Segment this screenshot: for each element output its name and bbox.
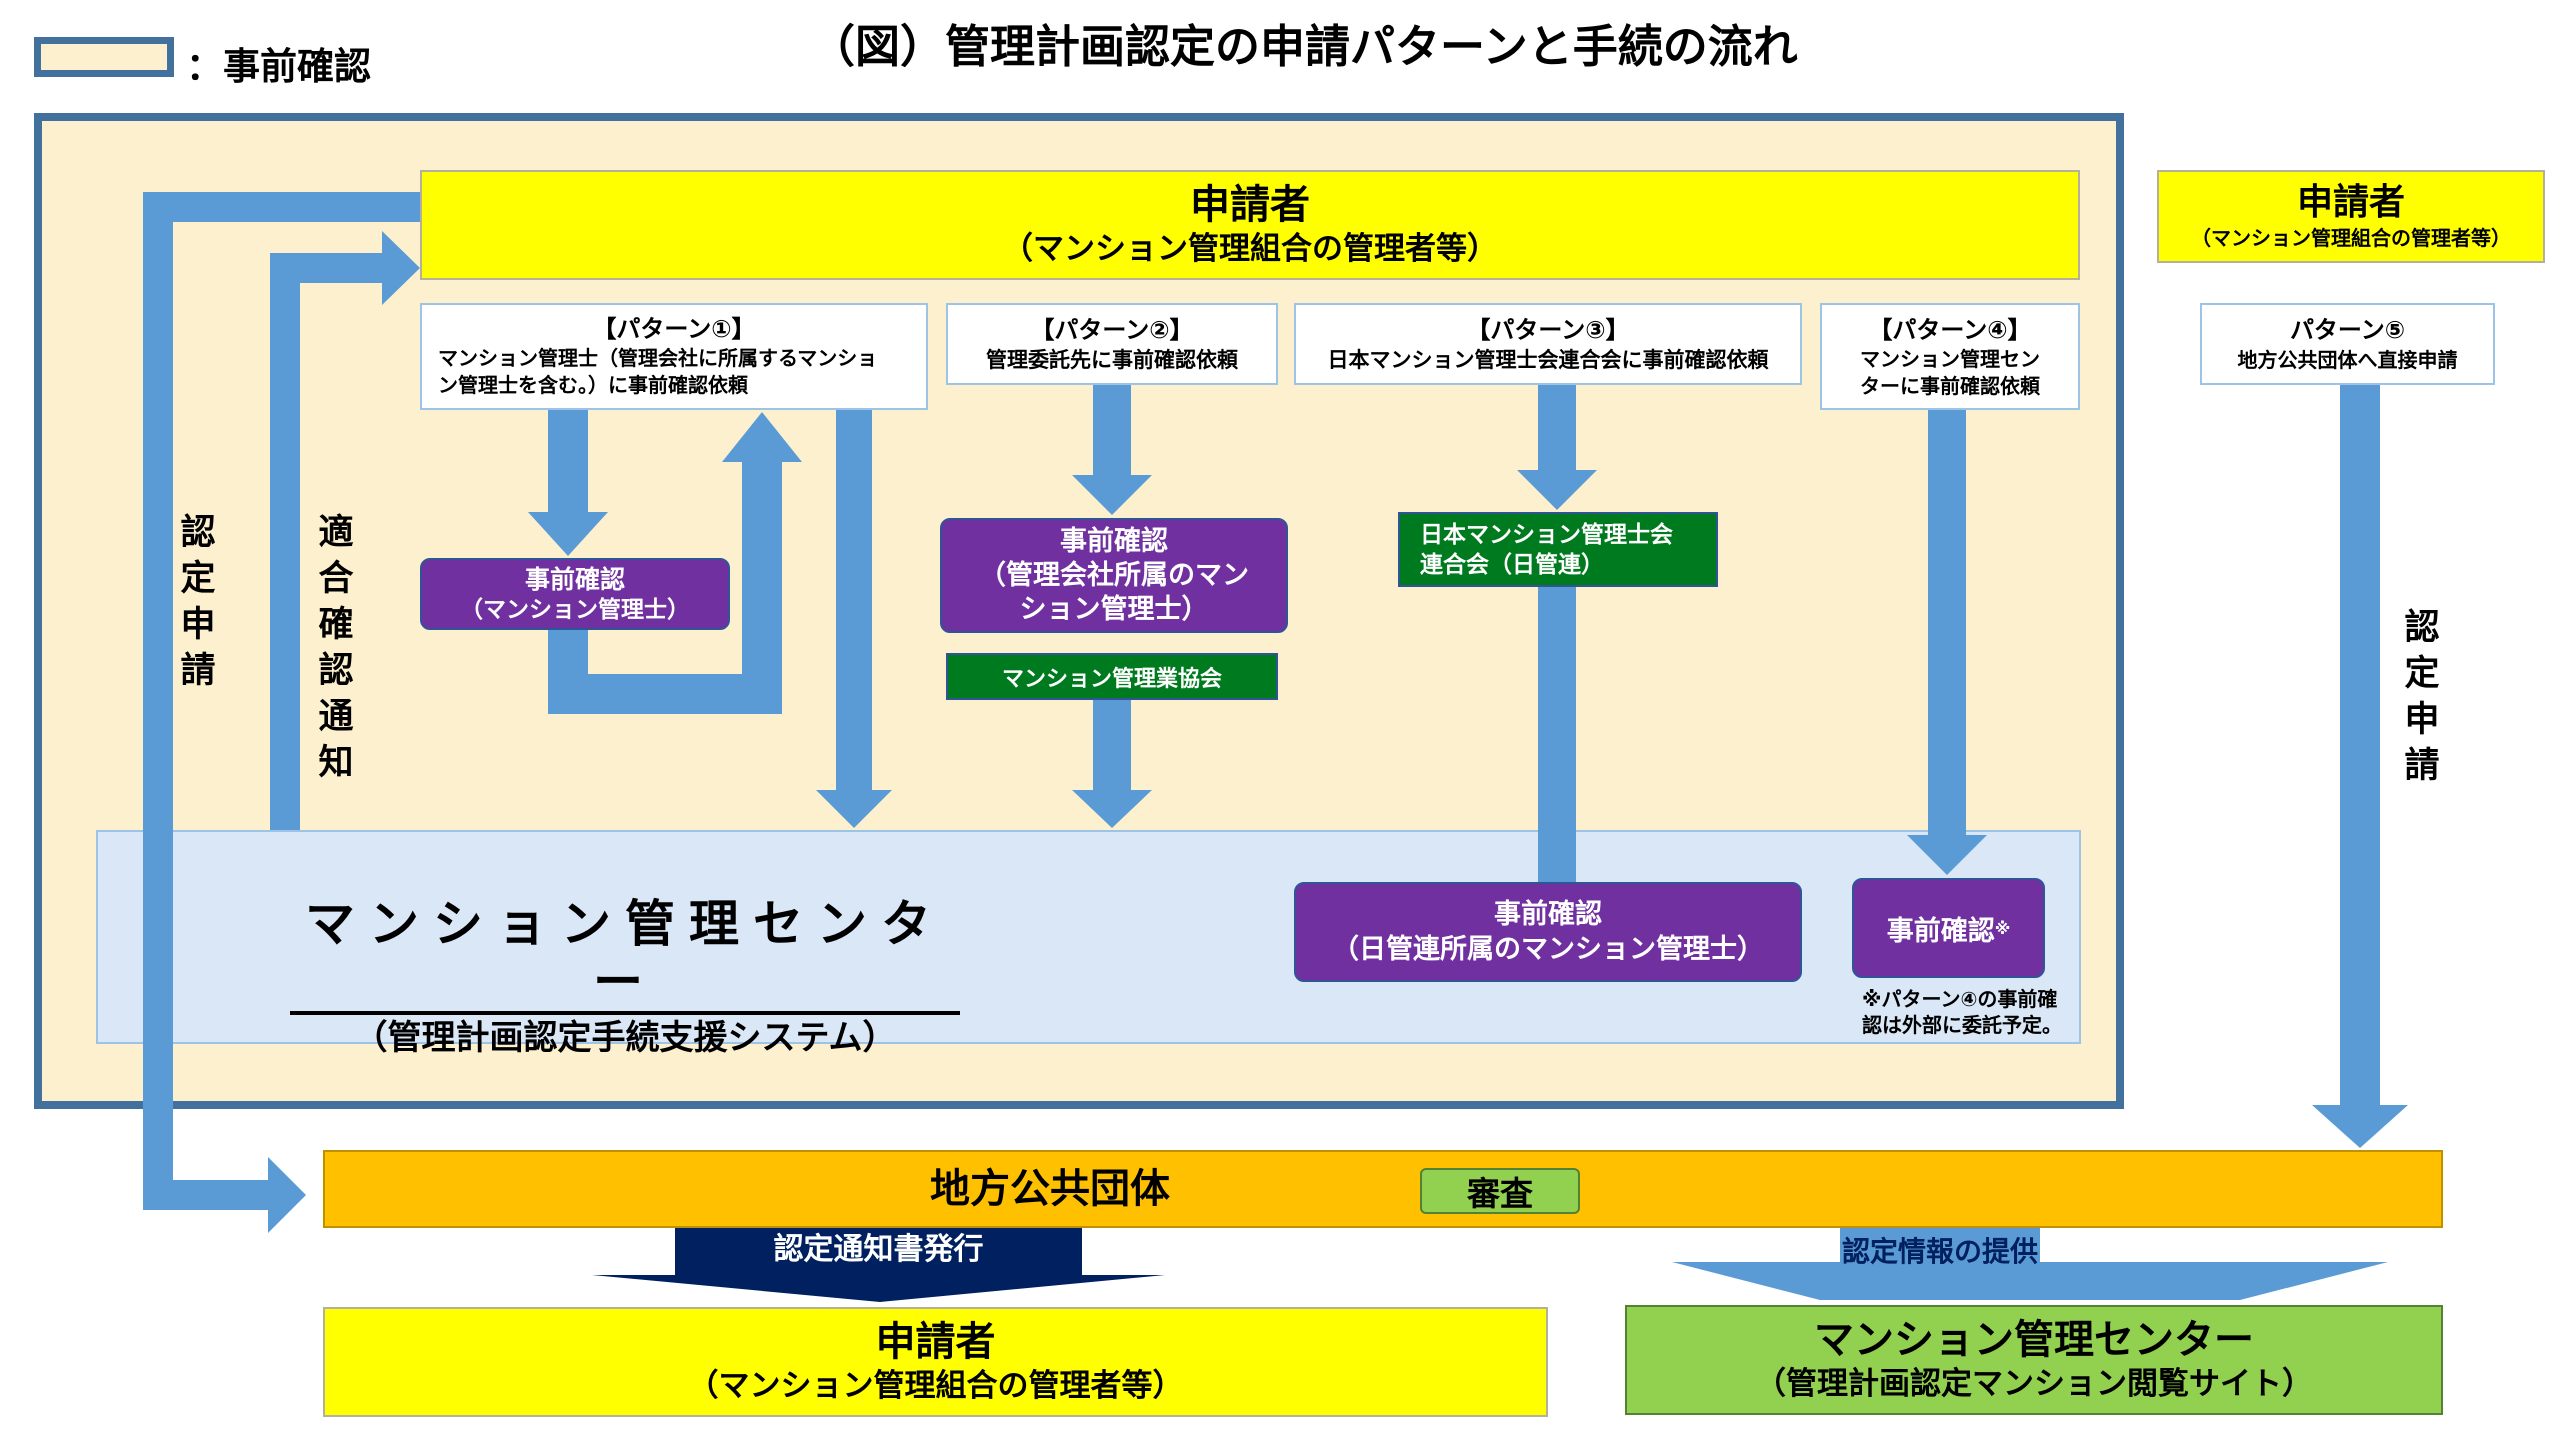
check-pattern-2-line2: （管理会社所属のマン — [979, 559, 1249, 591]
applicant-right: 申請者 （マンション管理組合の管理者等） — [2157, 170, 2545, 263]
diagram-title: （図）管理計画認定の申請パターンと手続の流れ — [810, 20, 1798, 73]
legend-swatch — [34, 37, 174, 77]
pattern-1-line2: ン管理士を含む。）に事前確認依頼 — [438, 373, 748, 397]
pattern-2-title: 【パターン②】 — [1030, 316, 1194, 344]
check-pattern-1-line1: 事前確認 — [524, 564, 625, 594]
management-center-label: マンション管理センター （管理計画認定手続支援システム） — [290, 895, 960, 1061]
pattern-2-box: 【パターン②】 管理委託先に事前確認依頼 — [946, 303, 1278, 385]
pattern-3-box: 【パターン③】 日本マンション管理士会連合会に事前確認依頼 — [1294, 303, 1802, 385]
apply-label-right: 認 定 申 請 — [2404, 608, 2440, 786]
management-center-bottom-title: マンション管理センター — [1814, 1317, 2254, 1363]
pattern-1-line1: マンション管理士（管理会社に所属するマンショ — [438, 346, 878, 370]
pattern-5-line1: 地方公共団体へ直接申請 — [2237, 348, 2458, 372]
check-pattern-4-label: 事前確認 — [1886, 915, 1995, 947]
management-association-box: マンション管理業協会 — [946, 653, 1278, 700]
applicant-bottom-title: 申請者 — [875, 1319, 996, 1365]
applicant-top-title: 申請者 — [1190, 182, 1310, 228]
p3-to-check-bar — [1538, 585, 1576, 885]
local-government-bar — [323, 1150, 2443, 1228]
management-association-label: マンション管理業協会 — [1001, 666, 1222, 692]
nichikan-line2: 連合会（日管連） — [1420, 552, 1604, 578]
p5-down-arrow — [2312, 385, 2408, 1148]
pattern-1-title: 【パターン①】 — [592, 315, 756, 343]
pattern-4-box: 【パターン④】 マンション管理セン ターに事前確認依頼 — [1820, 303, 2080, 410]
check-pattern-4: 事前確認※ — [1852, 878, 2045, 978]
management-center-bottom: マンション管理センター （管理計画認定マンション閲覧サイト） — [1625, 1305, 2443, 1415]
review-badge: 審査 — [1420, 1168, 1580, 1214]
provide-info-label: 認定情報の提供 — [1841, 1235, 2038, 1268]
check-pattern-2: 事前確認 （管理会社所属のマン ション管理士） — [940, 518, 1288, 633]
pattern-4-line2: ターに事前確認依頼 — [1860, 373, 2040, 398]
pattern-1-box: 【パターン①】 マンション管理士（管理会社に所属するマンショ ン管理士を含む。）… — [420, 303, 928, 410]
applicant-right-subtitle: （マンション管理組合の管理者等） — [2191, 225, 2511, 250]
pattern-4-note: ※パターン④の事前確 認は外部に委託予定。 — [1862, 986, 2077, 1038]
pattern-2-line1: 管理委託先に事前確認依頼 — [986, 348, 1238, 372]
p1-to-center-arrow — [816, 410, 892, 828]
management-center-title: マンション管理センター — [290, 895, 960, 1015]
pattern-5-box: パターン⑤ 地方公共団体へ直接申請 — [2200, 303, 2495, 385]
provide-info-arrow — [1672, 1228, 2388, 1300]
pattern-5-title: パターン⑤ — [2289, 316, 2406, 344]
check-pattern-3-line2: （日管連所属のマンション管理士） — [1332, 934, 1764, 965]
check-pattern-2-line3: ション管理士） — [1019, 593, 1209, 625]
pattern-4-note-line1: ※パターン④の事前確 — [1862, 987, 2058, 1011]
pattern-4-title: 【パターン④】 — [1868, 315, 2032, 344]
p2-down-arrow — [1072, 385, 1152, 515]
local-government-title: 地方公共団体 — [930, 1166, 1170, 1212]
p2-to-center-arrow — [1072, 700, 1152, 828]
pattern-3-line1: 日本マンション管理士会連合会に事前確認依頼 — [1327, 348, 1769, 372]
management-center-bottom-subtitle: （管理計画認定マンション閲覧サイト） — [1755, 1366, 2313, 1402]
check-pattern-3: 事前確認 （日管連所属のマンション管理士） — [1294, 882, 1802, 982]
applicant-right-title: 申請者 — [2296, 181, 2405, 223]
check-pattern-3-line1: 事前確認 — [1494, 899, 1602, 930]
notice-label-left: 適 合 確 認 通 知 — [318, 513, 354, 783]
issue-notice-label: 認定通知書発行 — [773, 1232, 984, 1267]
notice-arrow-left — [270, 231, 420, 830]
check-pattern-1-line2: （マンション管理士） — [460, 596, 690, 623]
management-center-subtitle: （管理計画認定手続支援システム） — [353, 1018, 897, 1058]
nichikan-line1: 日本マンション管理士会 — [1420, 522, 1673, 548]
nichikan-box: 日本マンション管理士会 連合会（日管連） — [1398, 512, 1718, 587]
p1-down-arrow — [528, 410, 608, 556]
p1-return-arrow — [548, 412, 802, 714]
issue-arrow — [592, 1225, 1165, 1302]
p4-down-arrow — [1907, 410, 1987, 875]
apply-arrow-left — [143, 192, 422, 1233]
check-pattern-1: 事前確認 （マンション管理士） — [420, 558, 730, 630]
pattern-3-title: 【パターン③】 — [1466, 316, 1630, 344]
p3-down-arrow — [1517, 385, 1597, 510]
applicant-top-subtitle: （マンション管理組合の管理者等） — [1002, 231, 1498, 267]
legend-label: ：事前確認 — [186, 45, 371, 88]
pattern-4-note-line2: 認は外部に委託予定。 — [1862, 1013, 2062, 1037]
applicant-bottom-subtitle: （マンション管理組合の管理者等） — [687, 1368, 1184, 1404]
check-pattern-2-line1: 事前確認 — [1060, 525, 1168, 557]
applicant-top: 申請者 （マンション管理組合の管理者等） — [420, 170, 2080, 280]
pattern-4-line1: マンション管理セン — [1860, 346, 2040, 371]
apply-label-left: 認 定 申 請 — [180, 513, 216, 691]
applicant-bottom: 申請者 （マンション管理組合の管理者等） — [323, 1307, 1548, 1417]
check-pattern-4-mark: ※ — [1994, 918, 2011, 938]
